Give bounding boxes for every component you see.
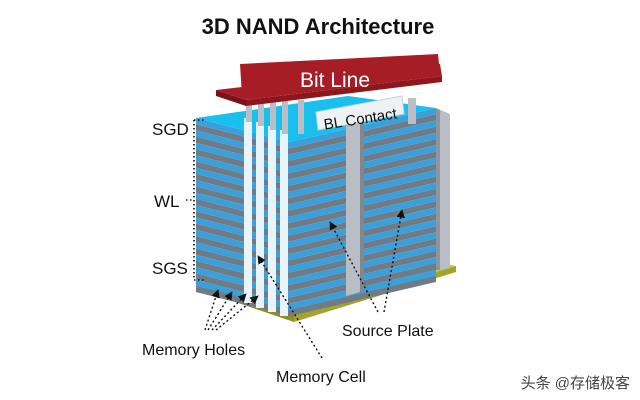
front-layer xyxy=(196,236,290,267)
memory-cell-arrow xyxy=(257,255,323,359)
front-layer xyxy=(196,180,290,211)
diagram-title: 3D NAND Architecture xyxy=(202,14,435,39)
front-layer xyxy=(196,198,290,229)
bit-line-label: Bit Line xyxy=(300,69,370,92)
front-layer xyxy=(196,242,290,273)
memory-hole-pillars xyxy=(244,118,288,316)
watermark-text: 头条 @存储极客 xyxy=(521,375,630,392)
front-layer xyxy=(196,254,290,285)
front-layer xyxy=(196,267,290,298)
front-layer xyxy=(196,167,290,198)
front-layer xyxy=(196,118,290,149)
slit-wall-end-dark xyxy=(436,108,440,270)
memory-hole-pillar xyxy=(268,126,276,312)
sgd-label: SGD xyxy=(152,120,189,139)
bit-line-upper xyxy=(240,54,440,96)
front-layer xyxy=(196,173,290,205)
bl-contact-pillars xyxy=(246,98,416,134)
front-layer xyxy=(196,186,290,217)
front-layer xyxy=(196,229,290,261)
front-layer xyxy=(196,124,290,155)
front-layer xyxy=(196,260,290,292)
memory-hole-pillar xyxy=(280,130,288,316)
bit-line-front xyxy=(246,76,442,106)
source-plate-arrows xyxy=(329,209,405,313)
left-bracket xyxy=(186,119,206,281)
front-layer xyxy=(196,205,290,236)
bl-contact-box xyxy=(315,95,405,131)
memory-cell-label: Memory Cell xyxy=(276,369,366,386)
right-layer xyxy=(290,275,436,316)
front-layer xyxy=(196,192,290,223)
front-layer xyxy=(196,211,290,242)
front-layer xyxy=(196,248,290,279)
front-layer xyxy=(196,217,290,248)
front-layer xyxy=(196,142,290,174)
wl-label: WL xyxy=(154,192,180,211)
front-layer xyxy=(196,136,290,167)
memory-hole-pillar xyxy=(244,118,252,303)
front-layer xyxy=(196,149,290,180)
front-layer xyxy=(196,273,290,304)
memory-holes-label: Memory Holes xyxy=(142,342,245,359)
memory-holes-arrows xyxy=(204,289,259,331)
sgs-label: SGS xyxy=(152,259,188,278)
front-layer xyxy=(196,155,290,186)
front-layer xyxy=(196,130,290,161)
slit-wall xyxy=(346,122,360,296)
bit-line-side xyxy=(216,90,246,106)
memory-hole-pillar xyxy=(256,122,264,308)
source-plate-label: Source Plate xyxy=(342,323,434,340)
slit-wall-dark xyxy=(360,121,364,292)
front-layer xyxy=(196,161,290,192)
front-layer xyxy=(196,223,290,254)
